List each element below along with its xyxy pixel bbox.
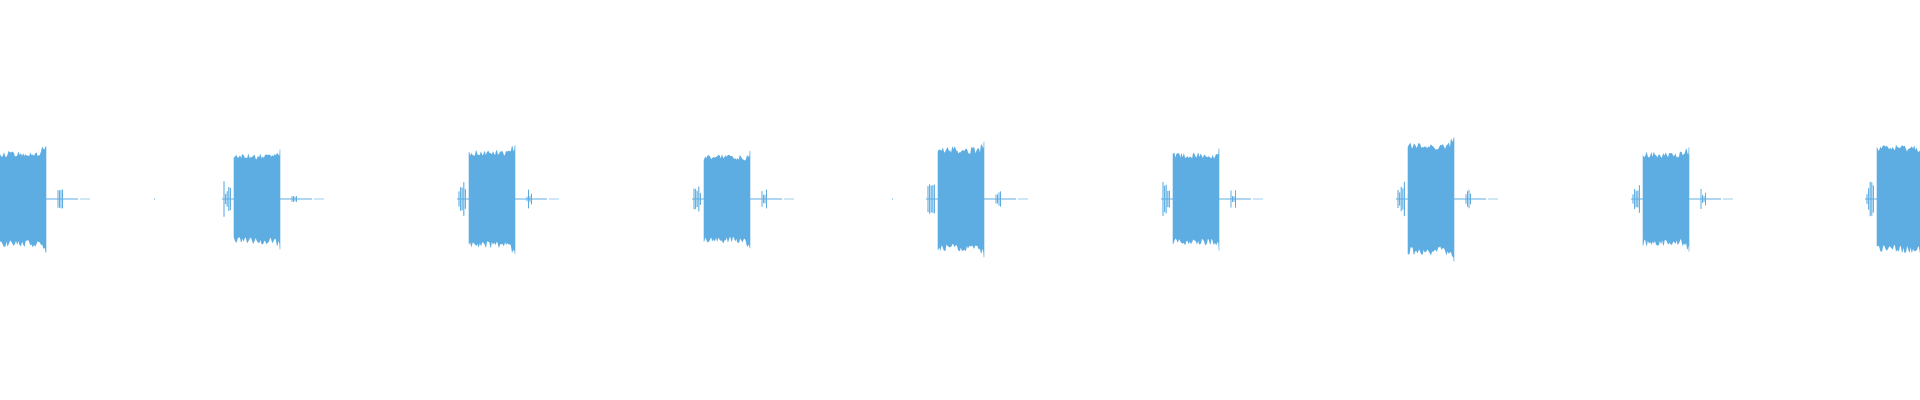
waveform-burst-9 (1876, 144, 1920, 254)
waveform-burst-4 (703, 150, 751, 249)
waveform-burst-2 (233, 149, 281, 250)
waveform-burst-8 (1642, 147, 1690, 252)
waveform-burst-3 (468, 145, 516, 254)
waveform-burst-1 (0, 146, 47, 253)
waveform-burst-5 (937, 141, 985, 258)
waveform-burst-6 (1172, 148, 1220, 251)
waveform-burst-7 (1407, 137, 1455, 262)
